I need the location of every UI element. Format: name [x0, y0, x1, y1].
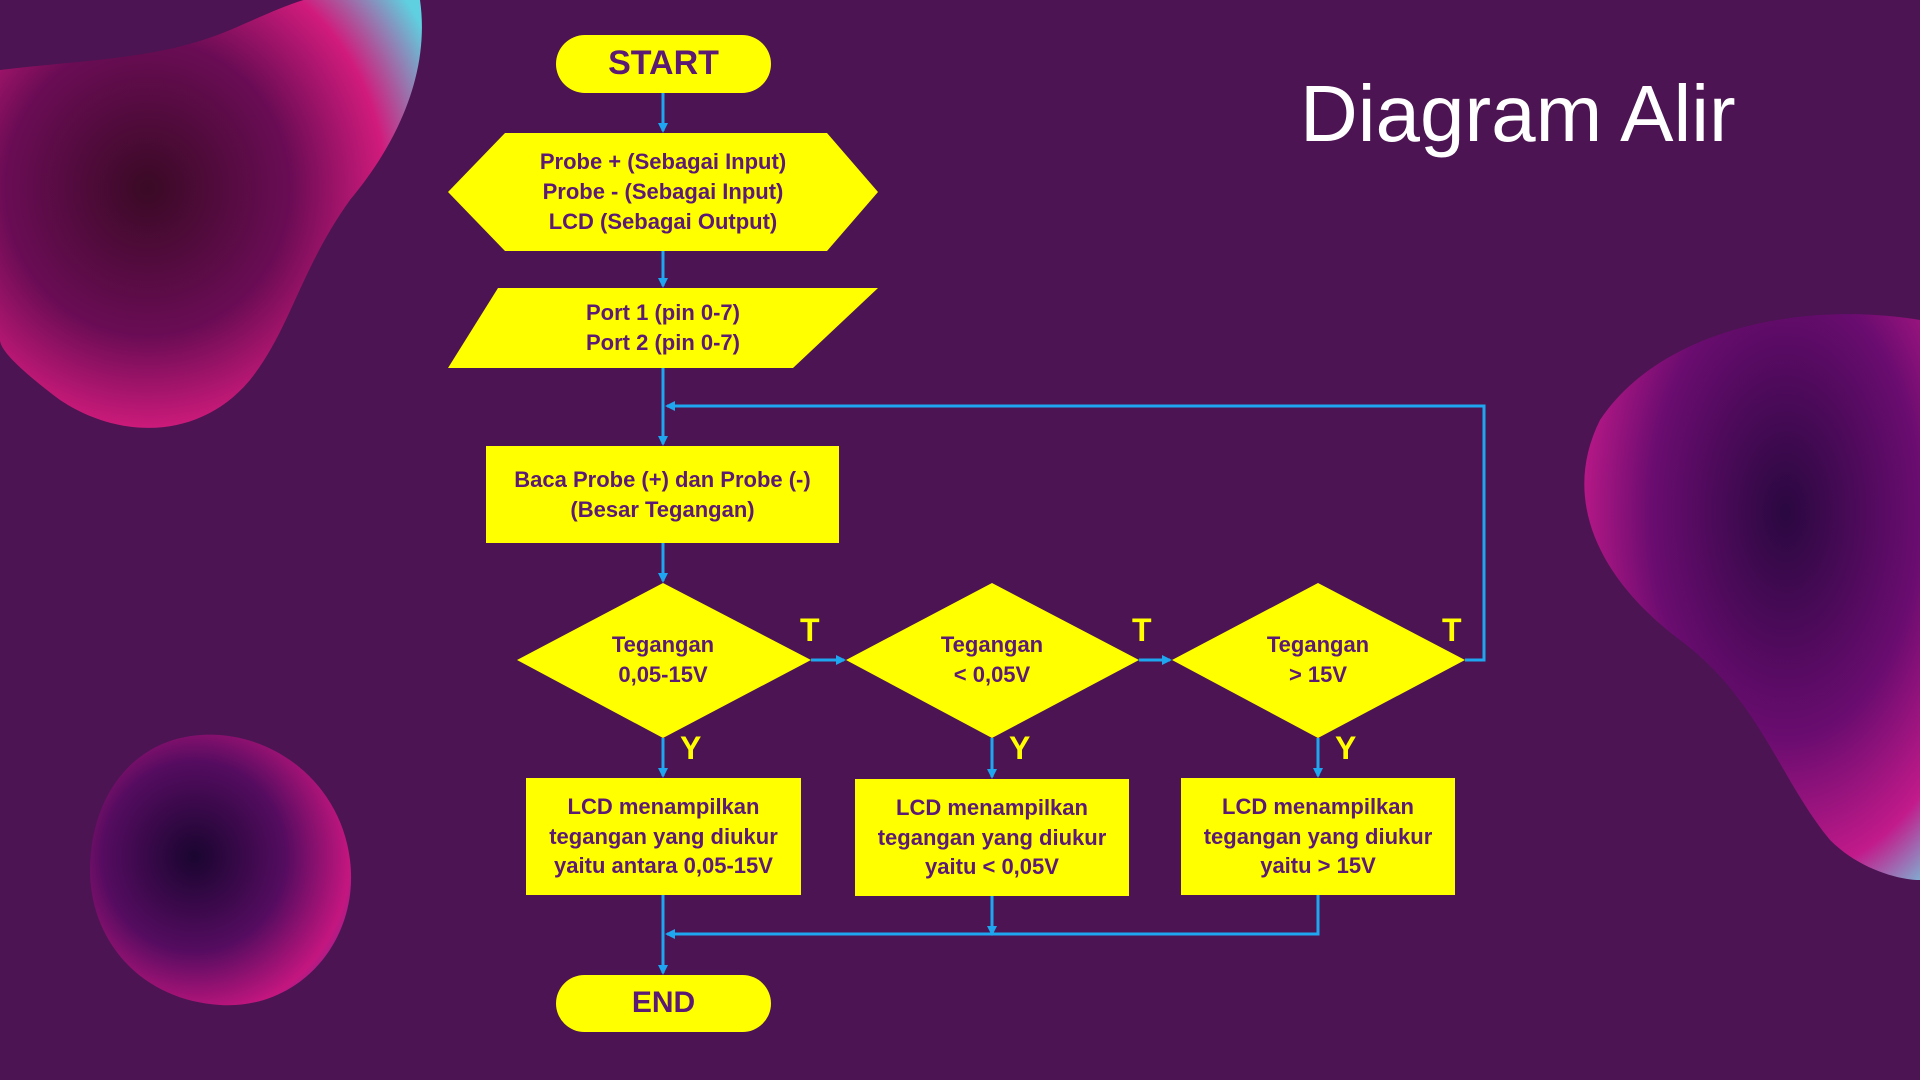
output-1-line-3: yaitu antara 0,05-15V [554, 853, 773, 879]
end-label: END [556, 975, 771, 1032]
decision-2-diamond [846, 583, 1139, 738]
output-1-label: LCD menampilkan tegangan yang diukur yai… [526, 778, 801, 895]
start-terminator [556, 35, 771, 93]
output-1-line-2: tegangan yang diukur [549, 823, 778, 849]
decision-3-true-label: Y [1335, 730, 1357, 766]
decision-2-line-1: Tegangan [940, 632, 1044, 658]
read-line-2: (Besar Tegangan) [570, 496, 755, 522]
output-1-process [526, 778, 801, 895]
init-label: Probe + (Sebagai Input) Probe - (Sebagai… [470, 133, 856, 251]
output-1-line-1: LCD menampilkan [567, 793, 760, 819]
read-line-1: Baca Probe (+) dan Probe (-) [514, 466, 811, 492]
output-2-line-3: yaitu < 0,05V [925, 854, 1059, 880]
output-3-process [1181, 778, 1455, 895]
decision-1-line-2: 0,05-15V [618, 662, 708, 687]
init-hexagon [448, 133, 878, 251]
decor-blob-right [1584, 314, 1920, 880]
output-2-line-1: LCD menampilkan [896, 794, 1088, 820]
output-3-line-2: tegangan yang diukur [1203, 823, 1433, 849]
ports-line-1: Port 1 (pin 0-7) [585, 300, 740, 326]
init-line-2: Probe - (Sebagai Input) [542, 179, 784, 205]
output-2-line-2: tegangan yang diukur [877, 824, 1107, 850]
decision-2-false-label: T [1132, 612, 1152, 648]
arrow-d3-false-loop [665, 401, 1486, 662]
output-3-label: LCD menampilkan tegangan yang diukur yai… [1181, 778, 1455, 895]
output-2-label: LCD menampilkan tegangan yang diukur yai… [855, 779, 1129, 896]
decision-3-line-1: Tegangan [1266, 632, 1370, 658]
decision-1-label: Tegangan 0,05-15V [560, 620, 766, 700]
arrow-out3-merge [665, 895, 1320, 939]
decision-1-line-1: Tegangan [611, 632, 715, 658]
decor-blob-top-left [0, 0, 422, 428]
decision-3-line-2: > 15V [1288, 662, 1348, 687]
decision-1-diamond [517, 583, 811, 738]
decision-3-false-label: T [1442, 612, 1462, 648]
decision-3-label: Tegangan > 15V [1215, 620, 1421, 700]
start-label: START [556, 35, 771, 93]
decor-blob-bottom-left [90, 734, 352, 1006]
read-process [486, 446, 839, 543]
read-label: Baca Probe (+) dan Probe (-) (Besar Tega… [486, 446, 839, 543]
init-line-1: Probe + (Sebagai Input) [539, 149, 787, 175]
output-3-line-3: yaitu > 15V [1260, 853, 1376, 879]
ports-line-2: Port 2 (pin 0-7) [585, 330, 740, 355]
decision-1-true-label: Y [680, 730, 702, 766]
init-line-3: LCD (Sebagai Output) [548, 208, 778, 234]
output-2-process [855, 779, 1129, 896]
end-text: END [631, 986, 696, 1020]
decision-1-false-label: T [800, 612, 820, 648]
ports-label: Port 1 (pin 0-7) Port 2 (pin 0-7) [500, 288, 826, 368]
end-terminator [556, 975, 771, 1032]
decision-3-diamond [1172, 583, 1465, 738]
decision-2-true-label: Y [1009, 730, 1031, 766]
connectors [658, 93, 1486, 975]
slide-title: Diagram Alir [1300, 69, 1736, 158]
output-3-line-1: LCD menampilkan [1222, 793, 1414, 819]
decision-2-label: Tegangan < 0,05V [889, 620, 1095, 700]
decision-2-line-2: < 0,05V [953, 662, 1031, 687]
start-text: START [608, 44, 719, 83]
ports-parallelogram [448, 288, 878, 368]
